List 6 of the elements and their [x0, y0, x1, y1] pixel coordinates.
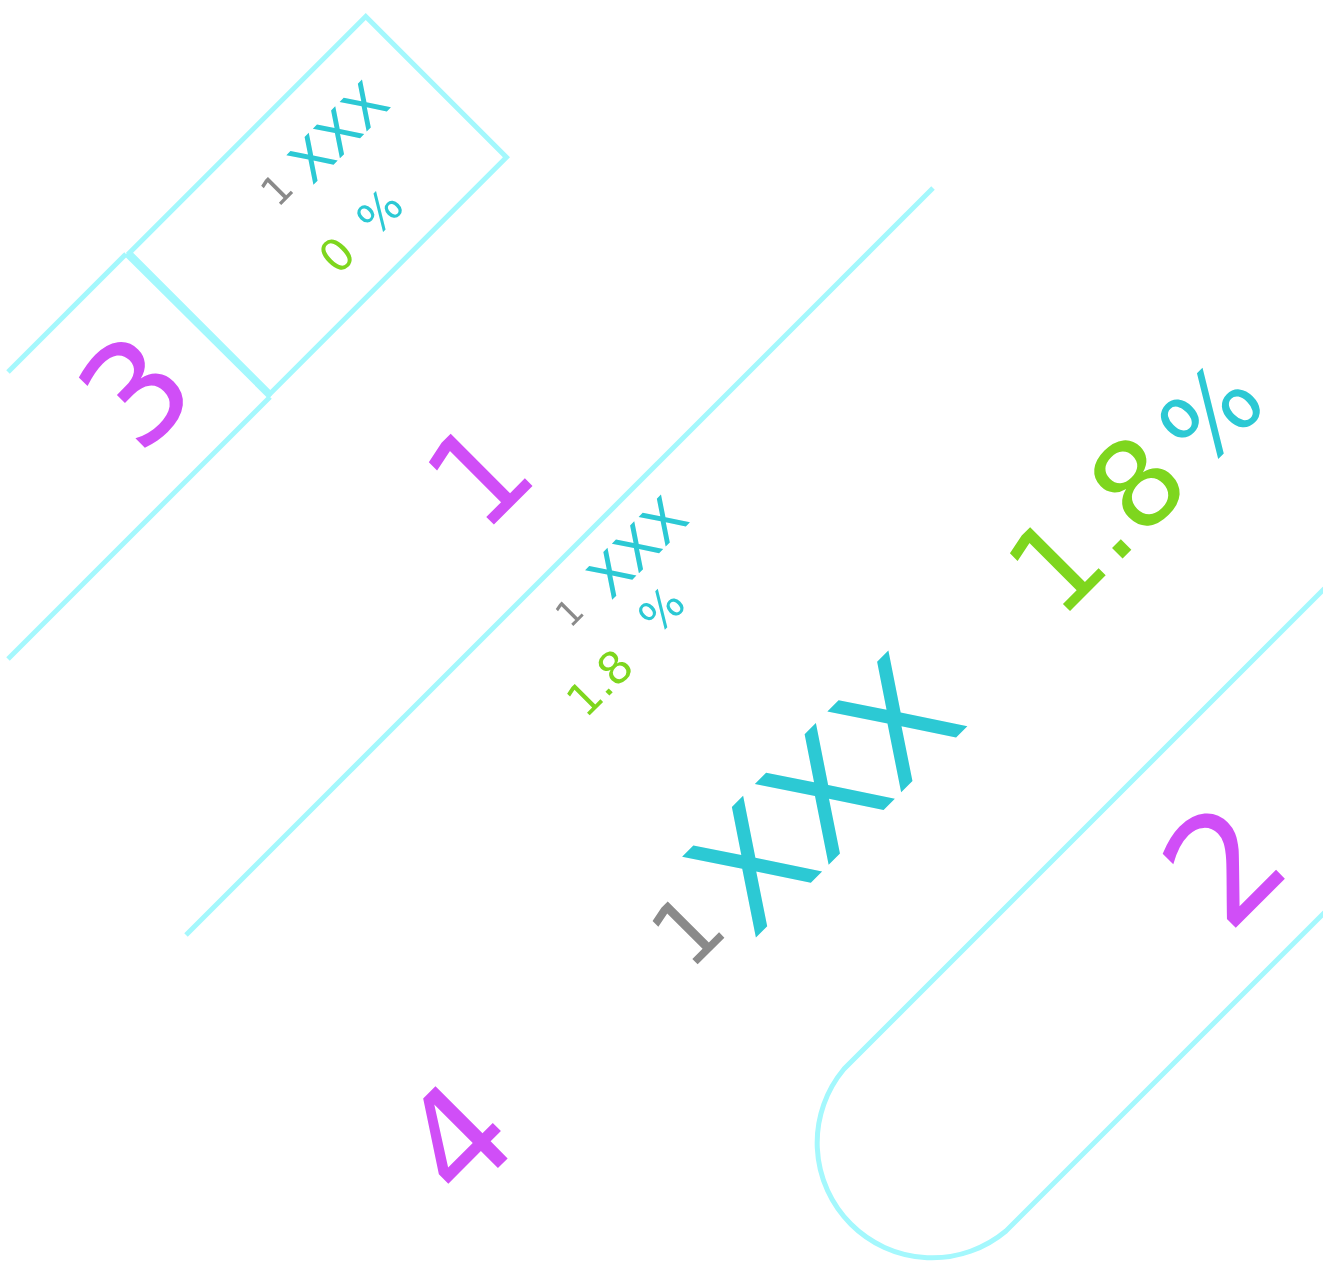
section-number: 4 [377, 1059, 539, 1221]
section-number: 2 [1138, 778, 1312, 952]
label-text: 1 [549, 592, 591, 634]
section-number: 1 [404, 399, 556, 551]
label-text: 1.8 [558, 641, 642, 725]
section-number: 3 [56, 311, 218, 473]
